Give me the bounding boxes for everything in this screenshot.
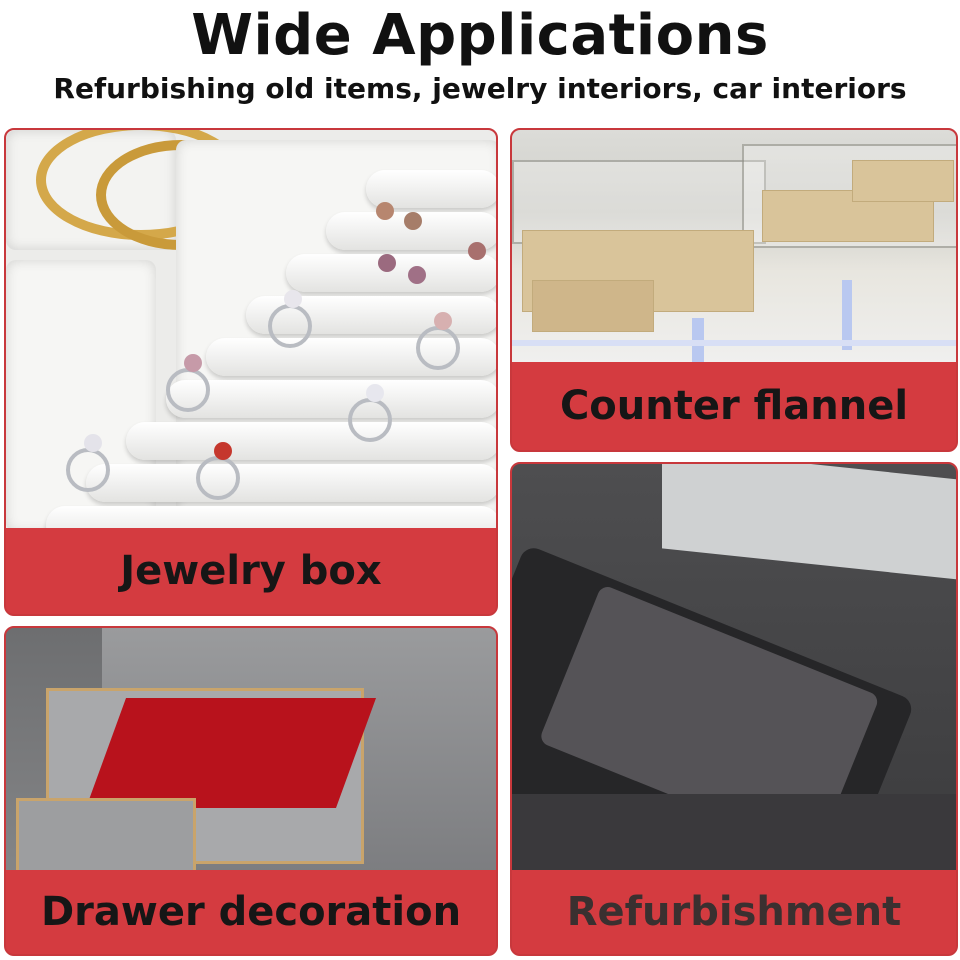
refurbishment-label: Refurbishment: [512, 870, 956, 954]
jewelry-box-label: Jewelry box: [6, 528, 496, 614]
jewelry-box-photo: [6, 130, 496, 532]
drawer-photo: [6, 628, 496, 874]
page-subtitle: Refurbishing old items, jewelry interior…: [53, 72, 907, 105]
counter-photo: [512, 130, 956, 366]
panel-jewelry-box: Jewelry box: [4, 128, 498, 616]
page-title: Wide Applications: [191, 3, 769, 68]
counter-flannel-label: Counter flannel: [512, 362, 956, 450]
panel-counter-flannel: Counter flannel: [510, 128, 958, 452]
panel-refurbishment: Refurbishment: [510, 462, 958, 956]
car-glovebox-photo: [512, 464, 956, 874]
panel-drawer-decoration: Drawer decoration: [4, 626, 498, 956]
drawer-decoration-label: Drawer decoration: [6, 870, 496, 954]
